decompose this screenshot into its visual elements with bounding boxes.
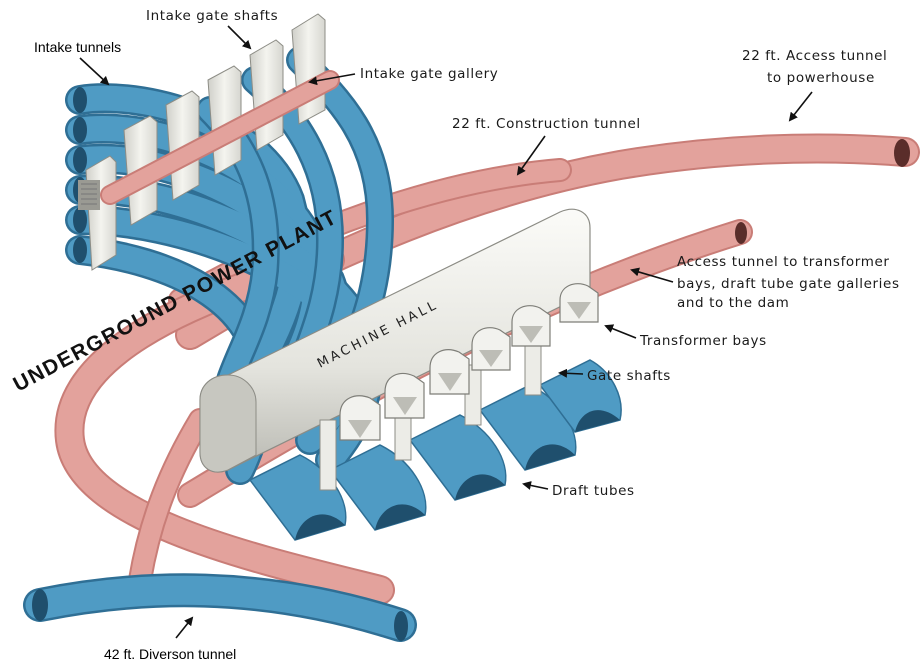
label-access-tunnel-powerhouse-2: to powerhouse — [767, 70, 875, 86]
access-tunnel-powerhouse-end — [894, 139, 910, 167]
label-access-transformer-3: and to the dam — [677, 295, 789, 311]
arrow-draft-tubes — [524, 484, 548, 489]
label-intake-gate-shafts: Intake gate shafts — [146, 8, 278, 24]
label-gate-shafts: Gate shafts — [587, 368, 671, 384]
arrow-access-tunnel-powerhouse — [790, 92, 812, 120]
label-diversion-tunnel: 42 ft. Diverson tunnel — [104, 646, 236, 662]
label-access-transformer-2: bays, draft tube gate galleries — [677, 276, 900, 292]
access-tunnel-transformer-end — [735, 222, 747, 244]
arrow-intake-tunnels — [80, 58, 108, 84]
arrow-gate-shafts — [560, 373, 583, 374]
diversion-tunnel — [32, 589, 408, 641]
label-access-transformer-1: Access tunnel to transformer — [677, 254, 890, 270]
label-construction-tunnel: 22 ft. Construction tunnel — [452, 116, 641, 132]
arrow-diversion-tunnel — [176, 618, 192, 638]
arrow-transformer-bays — [606, 326, 636, 338]
label-intake-tunnels: Intake tunnels — [34, 39, 121, 55]
arrow-intake-gate-shafts — [228, 26, 250, 48]
label-transformer-bays: Transformer bays — [639, 333, 767, 349]
label-intake-gate-gallery: Intake gate gallery — [360, 66, 498, 82]
label-draft-tubes: Draft tubes — [552, 483, 635, 499]
label-access-tunnel-powerhouse-1: 22 ft. Access tunnel — [742, 48, 887, 64]
